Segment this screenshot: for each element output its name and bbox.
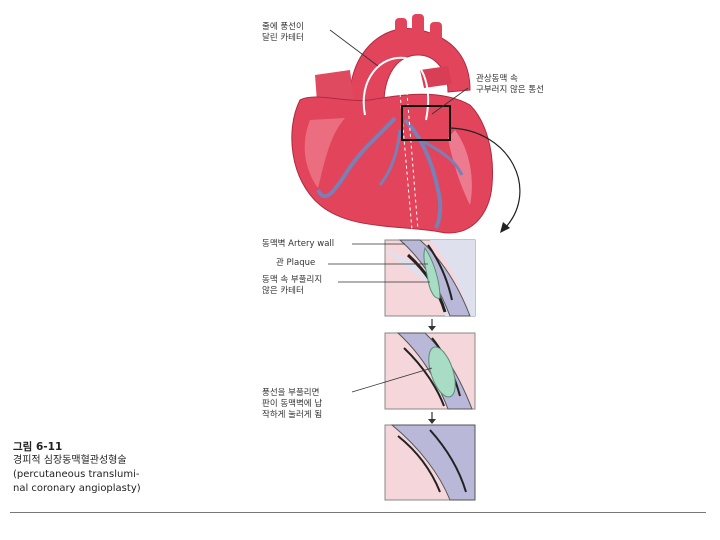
figure-number: 그림 6-11 bbox=[13, 441, 63, 453]
label-balloon-catheter: 줄에 풍선이 달린 카테터 bbox=[262, 22, 304, 43]
aorta-branch-3 bbox=[430, 22, 442, 42]
curved-arrow bbox=[449, 127, 521, 229]
coronary-vessel-branch-2 bbox=[378, 129, 402, 186]
panel-3 bbox=[384, 424, 476, 501]
label-plaque: 관 Plaque bbox=[276, 258, 316, 268]
coronary-vessel-left bbox=[316, 116, 397, 199]
aorta-branch-2 bbox=[412, 14, 424, 38]
coronary-vessel-branch bbox=[419, 138, 464, 176]
aorta-arch bbox=[349, 28, 471, 121]
leader-top bbox=[329, 29, 379, 67]
label-inflated-balloon: 풍선을 부풀리면 판이 동맥벽에 납 작하게 눌러게 됨 bbox=[262, 388, 323, 420]
curved-arrow-head bbox=[500, 222, 510, 233]
figure-title-english-2: nal coronary angioplasty) bbox=[13, 483, 141, 494]
leader-coronary bbox=[431, 87, 469, 115]
focus-box bbox=[401, 105, 451, 141]
down-arrow-1-head bbox=[428, 326, 436, 331]
bottom-divider bbox=[10, 512, 706, 513]
pulmonary-right bbox=[420, 66, 452, 88]
heart-highlight bbox=[304, 118, 345, 188]
down-arrow-2-head bbox=[428, 419, 436, 424]
label-uninflated-catheter: 동맥 속 부풀리지 않은 카테터 bbox=[262, 275, 323, 296]
figure-caption: 그림 6-11 경피적 심장동맥혈관성형술 (percutaneous tran… bbox=[13, 440, 141, 496]
coronary-vessel-main bbox=[403, 118, 443, 229]
label-coronary-artery: 관상동맥 속 구부러지 않은 통선 bbox=[476, 74, 544, 95]
catheter-line bbox=[362, 56, 430, 121]
panel-1 bbox=[384, 239, 476, 317]
panel-2 bbox=[384, 332, 476, 410]
figure-title-korean: 경피적 심장동맥혈관성형술 bbox=[13, 455, 127, 466]
leader-balloon bbox=[351, 367, 433, 393]
catheter-dashes bbox=[397, 69, 413, 231]
label-artery-wall: 동맥벽 Artery wall bbox=[262, 239, 335, 249]
figure-title-english-1: (percutaneous translumi- bbox=[13, 469, 140, 480]
aorta-branch-1 bbox=[395, 18, 407, 40]
heart-highlight-right bbox=[448, 130, 472, 205]
